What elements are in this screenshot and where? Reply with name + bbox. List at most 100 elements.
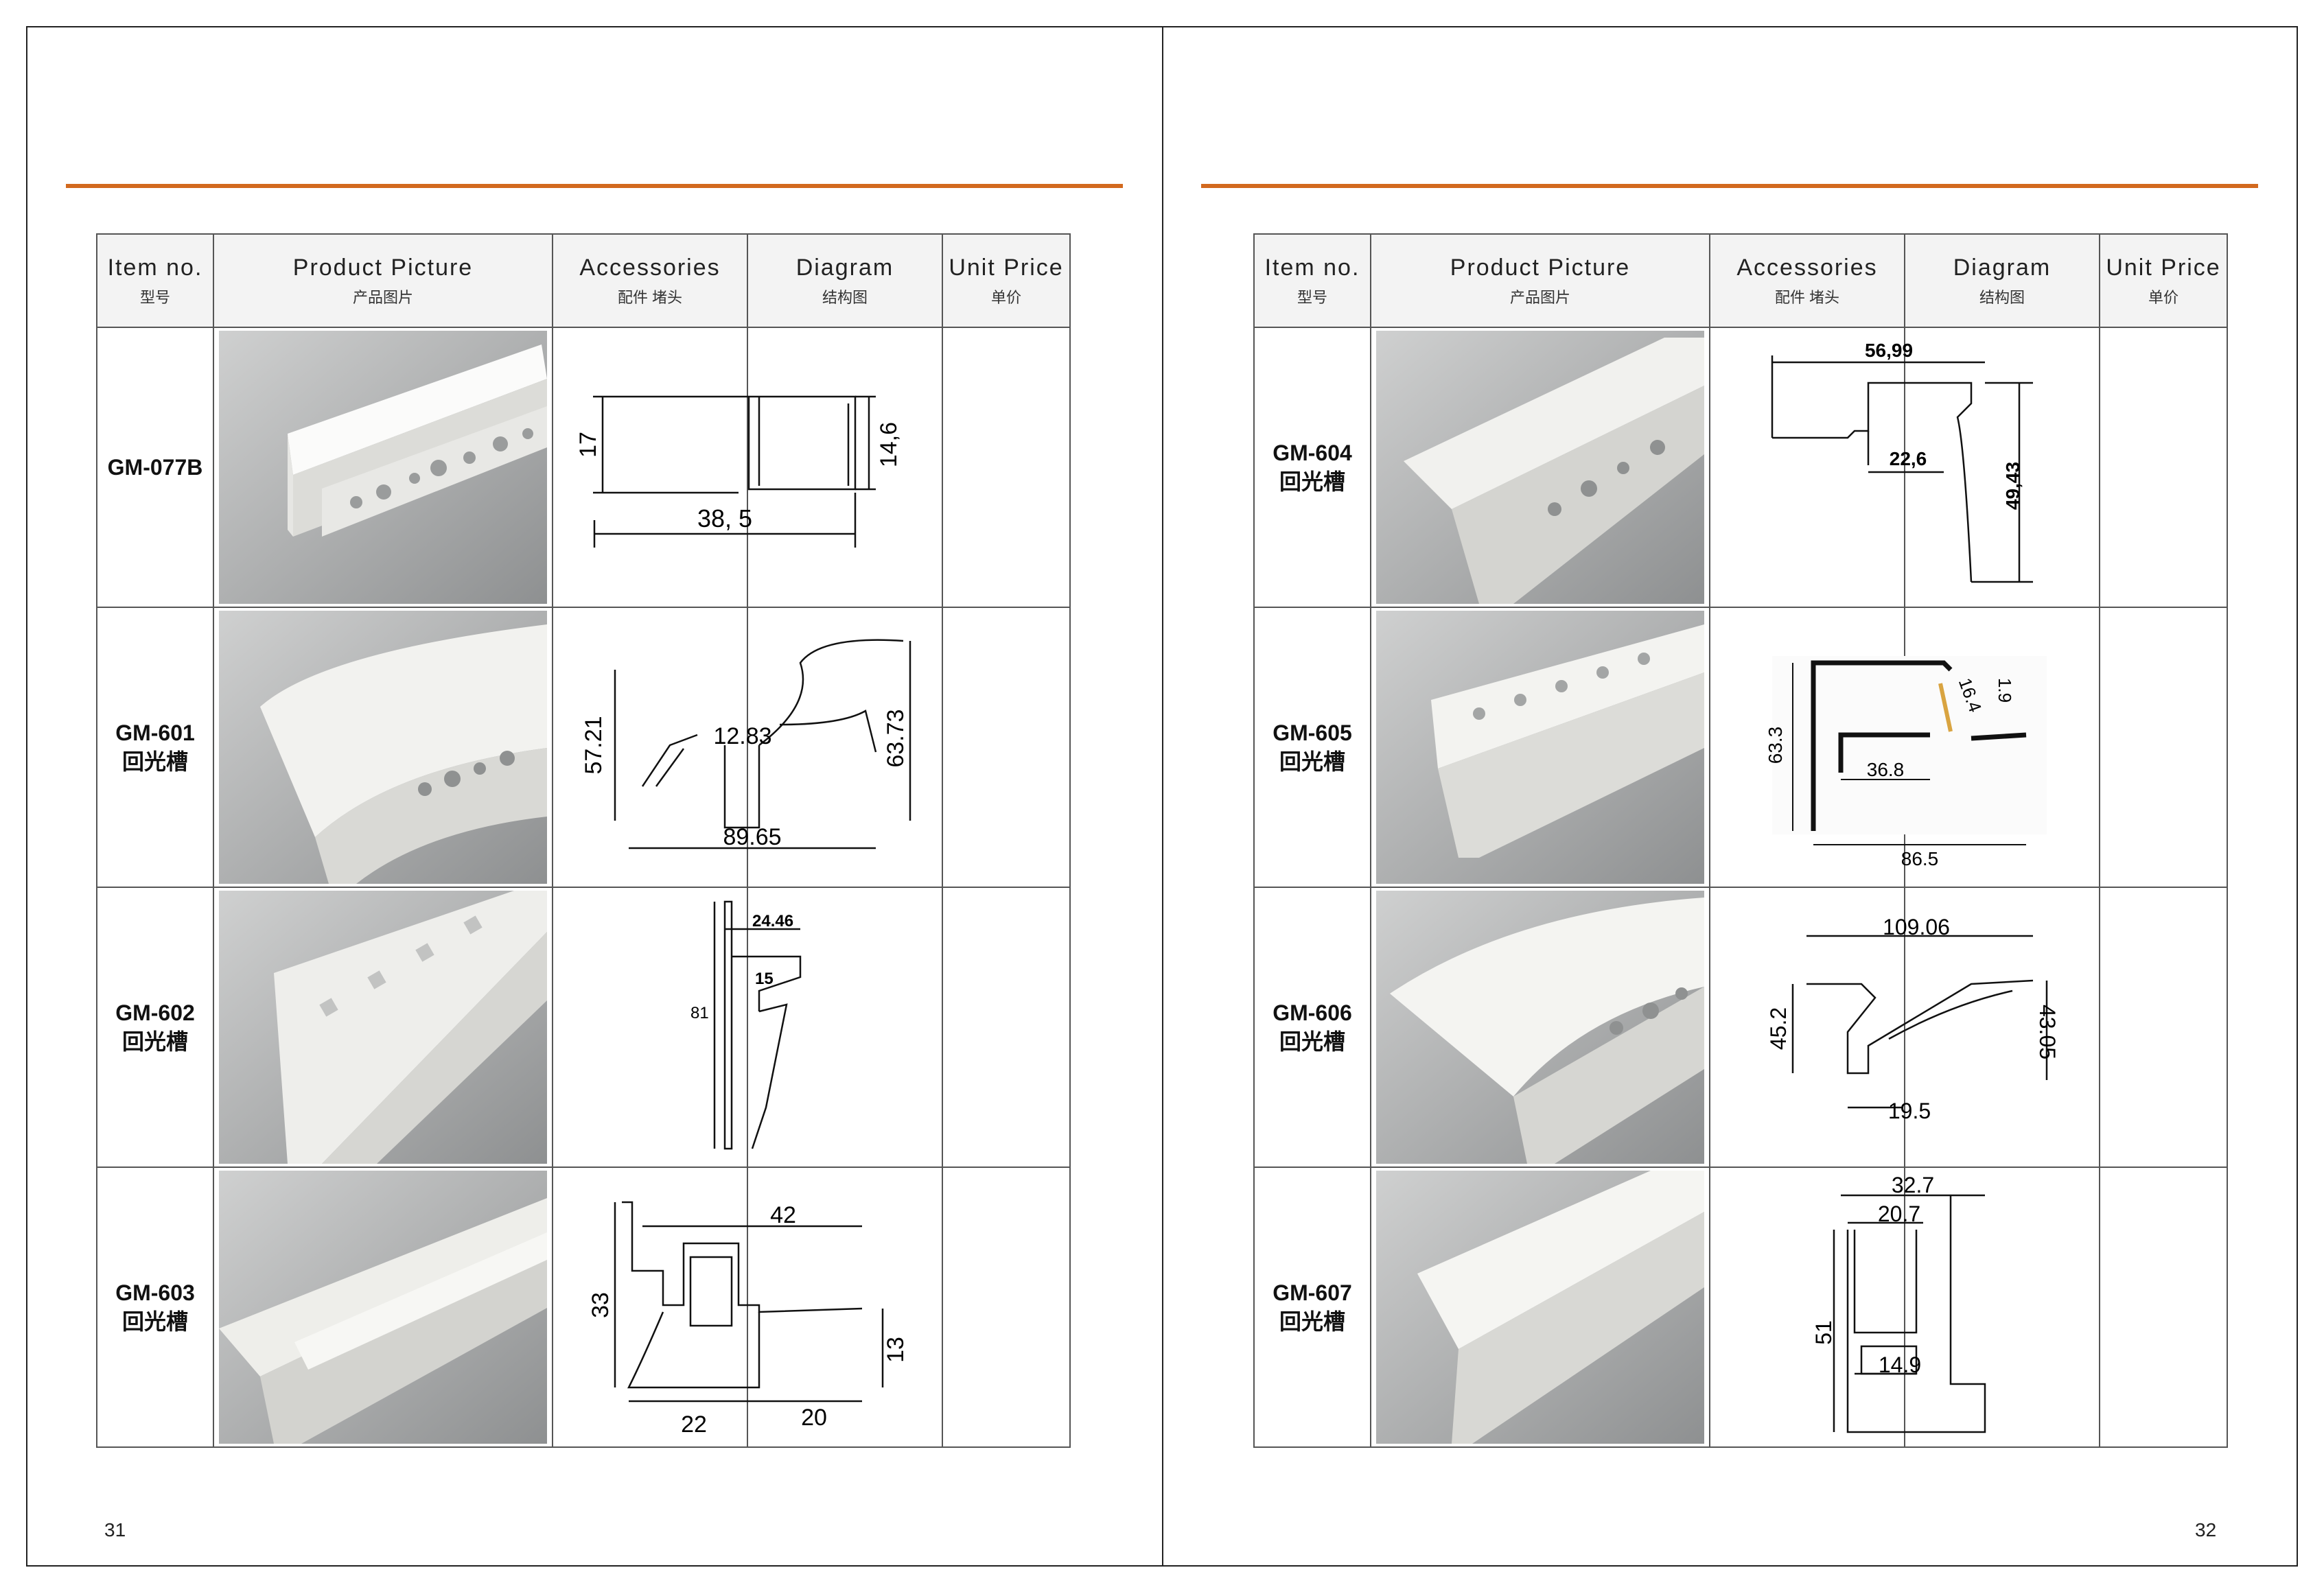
table-row: GM-602 回光槽 [96,887,1071,1168]
diagram-cell [1904,887,2100,1168]
item-type: 回光槽 [1279,1029,1345,1054]
dim-label: 15 [755,970,774,988]
dim-label: 17 [575,432,601,458]
table-row: GM-604 回光槽 [1253,327,2228,608]
dim-label: 1.9 [1995,678,2015,703]
item-type: 回光槽 [1279,469,1345,494]
dim-label: 12.83 [713,723,771,749]
product-photo [219,1171,547,1444]
unit-price-cell [2099,607,2228,888]
diagram-gm-607: 32.7 20.7 51 14.9 [1811,1173,1986,1433]
dim-label: 49,43 [2002,462,2023,510]
product-picture-cell [213,887,553,1168]
item-type: 回光槽 [121,749,188,774]
dim-label: 42 [770,1202,796,1228]
dim-label: 38, 5 [697,504,752,532]
diagram-gm-603: 42 33 13 22 20 [588,1201,909,1438]
dim-label: 32.7 [1892,1173,1934,1197]
item-number-cell: GM-604 回光槽 [1253,327,1371,608]
left-header-rule [66,184,1123,188]
unit-price-cell [942,327,1071,608]
dim-label: 19.5 [1888,1099,1931,1123]
dim-label: 22 [681,1411,707,1438]
diagram-cell [1904,327,2100,608]
dim-label: 24.46 [752,912,793,930]
item-number-cell: GM-603 回光槽 [96,1167,214,1448]
diagram-gm-606: 109.06 45.2 43.05 19.5 [1766,915,2060,1123]
dim-label: 36.8 [1867,759,1905,780]
dim-label: 81 [690,1004,709,1022]
item-type: 回光槽 [121,1029,188,1054]
table-row: GM-077B [96,327,1071,608]
dim-label: 33 [588,1292,614,1318]
page-number-left: 31 [104,1519,126,1540]
diagram-gm-605: 63.3 1.9 16.4 36.8 86.5 [1765,656,2047,869]
dim-label: 63.73 [883,709,909,767]
accessories-cell [1709,887,1905,1168]
product-picture-cell [213,327,553,608]
page-number-right: 32 [2195,1519,2217,1540]
accessories-cell [552,607,748,888]
product-picture-cell [1370,1167,1710,1448]
dim-label: 56,99 [1865,340,1913,361]
dim-label: 13 [883,1337,909,1363]
dim-label: 109.06 [1883,915,1950,939]
product-photo [1376,611,1704,884]
product-picture-cell [213,1167,553,1448]
diagram-gm-602: 24.46 15 81 [690,900,802,1150]
item-type: 回光槽 [1279,749,1345,774]
dim-label: 57.21 [581,716,607,774]
item-code: GM-602 [115,1000,195,1025]
item-code: GM-607 [1273,1280,1352,1305]
product-photo [1376,1171,1704,1444]
dim-label: 14,6 [876,422,902,467]
item-code: GM-604 [1273,441,1352,465]
item-type: 回光槽 [121,1309,188,1334]
item-code: GM-605 [1273,720,1352,745]
diagram-cell [747,887,943,1168]
item-code: GM-603 [115,1280,195,1305]
header-item-no: Item no.型号 [1253,233,1371,328]
product-picture-cell [213,607,553,888]
right-header-rule [1201,184,2258,188]
item-code: GM-077B [107,455,203,480]
dim-label: 89.65 [723,824,781,850]
dim-label: 20 [801,1405,827,1431]
diagram-gm-601: 57.21 12.83 63.73 89.65 [581,639,911,850]
accessories-cell [552,327,748,608]
diagram-cell [1904,1167,2100,1448]
diagram-gm-077b: 17 14,6 38, 5 [575,395,902,548]
item-number-cell: GM-077B [96,327,214,608]
page-spine [1162,26,1163,1567]
product-picture-cell [1370,607,1710,888]
dim-label: 51 [1811,1320,1836,1345]
product-photo [219,331,547,604]
unit-price-cell [942,607,1071,888]
product-photo [1376,891,1704,1164]
item-number-cell: GM-602 回光槽 [96,887,214,1168]
accessories-cell [1709,327,1905,608]
dim-label: 14.9 [1879,1352,1921,1377]
dim-label: 43.05 [2035,1005,2060,1059]
product-picture-cell [1370,327,1710,608]
dim-label: 45.2 [1766,1007,1791,1050]
unit-price-cell [942,1167,1071,1448]
dim-label: 20.7 [1878,1202,1920,1226]
